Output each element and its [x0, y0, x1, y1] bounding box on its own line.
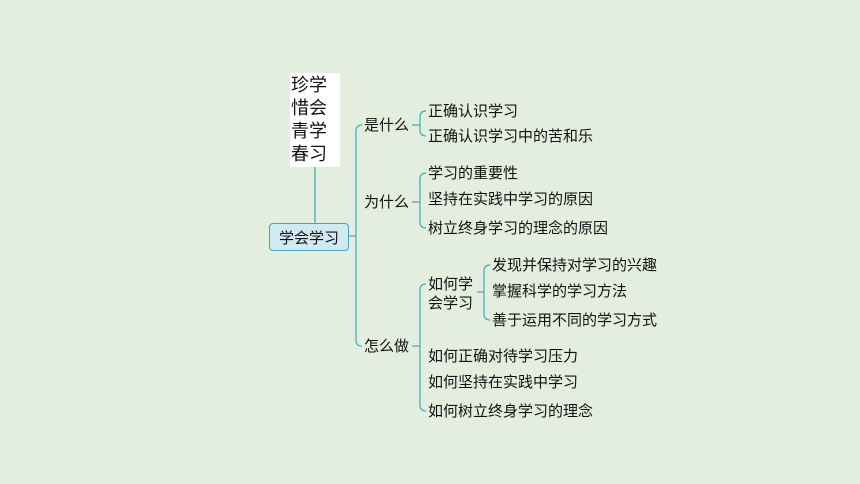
title-row: 春习	[291, 144, 327, 165]
main-bracket	[355, 124, 363, 347]
why-item: 坚持在实践中学习的原因	[428, 190, 594, 208]
what-item: 正确认识学习中的苦和乐	[428, 127, 594, 145]
sub-bracket	[483, 264, 491, 321]
how-bracket	[419, 283, 427, 412]
how-sub-label-line1: 如何学	[428, 275, 474, 293]
what-item: 正确认识学习	[428, 102, 519, 120]
how-item: 如何坚持在实践中学习	[428, 373, 579, 391]
how-sub-label-line2: 会学习	[428, 294, 474, 312]
branch-how-label: 怎么做	[364, 337, 410, 355]
how-item: 如何正确对待学习压力	[428, 347, 579, 365]
branch-why-label: 为什么	[364, 193, 410, 211]
how-sub-item: 发现并保持对学习的兴趣	[492, 256, 658, 274]
title-row: 惜会	[291, 98, 327, 119]
why-bracket	[419, 172, 427, 229]
vertical-title: 珍学 惜会 青学 春习	[290, 73, 340, 167]
how-sub-item: 善于运用不同的学习方式	[492, 311, 658, 329]
why-item: 学习的重要性	[428, 164, 519, 182]
how-sub-item: 掌握科学的学习方法	[492, 282, 628, 300]
root-node: 学会学习	[269, 223, 349, 251]
title-row: 珍学	[291, 75, 327, 96]
title-row: 青学	[291, 121, 327, 142]
branch-what-label: 是什么	[364, 116, 410, 134]
why-item: 树立终身学习的理念的原因	[428, 219, 609, 237]
what-bracket	[419, 110, 427, 137]
root-label: 学会学习	[278, 228, 339, 247]
how-item: 如何树立终身学习的理念	[428, 402, 594, 420]
